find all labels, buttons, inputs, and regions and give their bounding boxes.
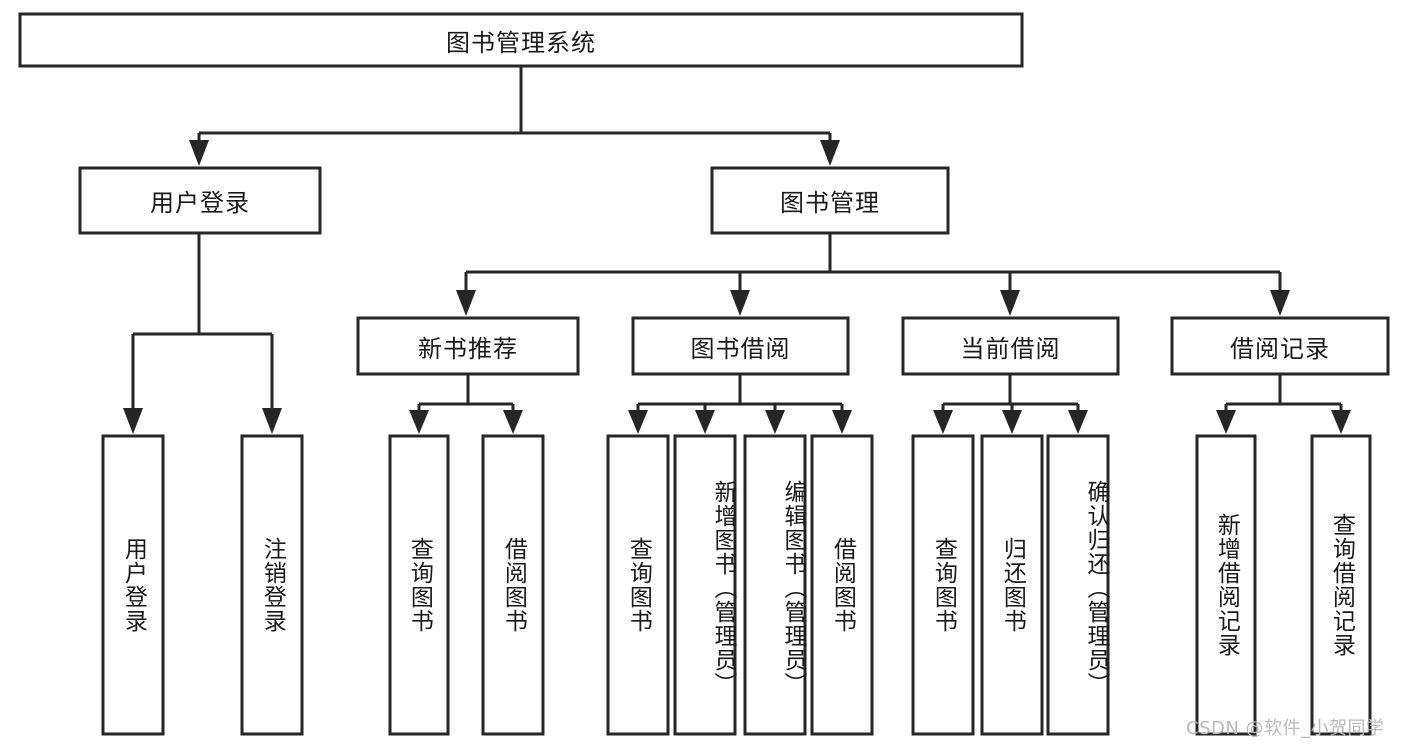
node-leaf-user-login[interactable] [101,434,165,736]
node-borrow-record[interactable] [1170,316,1390,376]
edge-group-new-book-rec [409,374,523,434]
node-new-book-rec[interactable] [356,316,580,376]
node-leaf-query-book-3[interactable] [911,434,975,736]
node-leaf-return-book[interactable] [980,434,1044,736]
node-current-borrow[interactable] [901,316,1120,376]
arrowhead-leaf-return-book [1002,410,1022,434]
arrowhead-leaf-query-book-2 [628,410,648,434]
arrowhead-leaf-query-record [1331,410,1351,434]
node-leaf-logout[interactable] [240,434,304,736]
arrowhead-leaf-add-book [695,410,715,434]
edge-group-book-manage [456,233,1290,316]
node-leaf-add-record[interactable] [1195,434,1257,736]
node-leaf-query-book-2[interactable] [606,434,670,736]
arrowhead-new-book-rec [456,290,476,316]
node-book-borrow[interactable] [631,316,850,376]
node-leaf-add-book[interactable] [673,434,737,736]
node-leaf-query-book-1[interactable] [388,434,450,736]
arrowhead-leaf-add-record [1216,410,1236,434]
node-leaf-confirm-return[interactable] [1046,434,1110,736]
arrowhead-leaf-logout [262,408,282,434]
node-leaf-borrow-book-1[interactable] [481,434,545,736]
arrowhead-user-login [189,140,209,166]
arrowhead-leaf-borrow-book-1 [503,410,523,434]
node-leaf-query-record[interactable] [1310,434,1372,736]
node-leaf-edit-book[interactable] [743,434,807,736]
node-user-login[interactable] [78,166,322,235]
node-root[interactable] [18,12,1024,68]
arrowhead-leaf-query-book-1 [409,410,429,434]
csdn-watermark: CSDN @软件_小贺同学 [1186,718,1385,739]
arrowhead-borrow-record [1270,290,1290,316]
arrowhead-book-manage [820,140,840,166]
arrowhead-leaf-confirm-return [1068,410,1088,434]
arrowhead-leaf-edit-book [765,410,785,434]
arrowhead-leaf-query-book-3 [933,410,953,434]
arrowhead-book-borrow [730,290,750,316]
edge-group-root [189,66,840,166]
edge-group-book-borrow [628,374,852,434]
arrowhead-current-borrow [1000,290,1020,316]
arrowhead-leaf-borrow-book-2 [832,410,852,434]
node-leaf-borrow-book-2[interactable] [810,434,874,736]
arrowhead-leaf-user-login [123,408,143,434]
edge-group-user-login [123,233,282,434]
edge-group-current-borrow [933,374,1088,434]
node-book-manage[interactable] [710,166,950,235]
edge-group-borrow-record [1216,374,1351,434]
